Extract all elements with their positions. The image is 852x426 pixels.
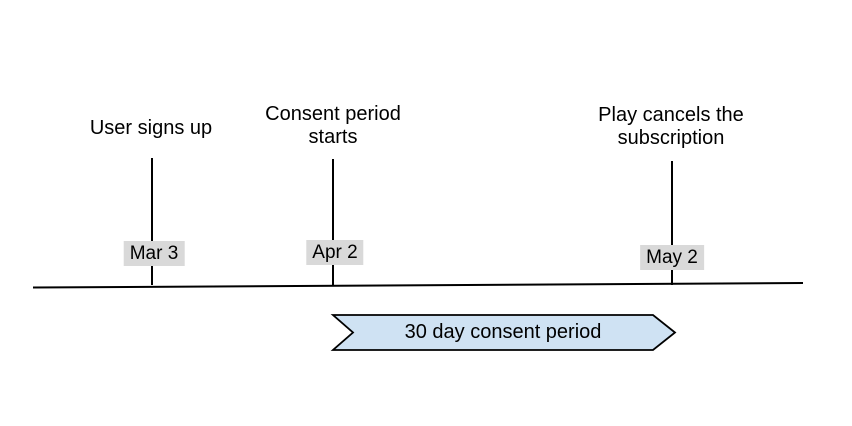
event-tick-line [332, 159, 334, 285]
consent-period-banner-label: 30 day consent period [404, 321, 602, 343]
date-label-mar-3: Mar 3 [123, 241, 185, 266]
event-tick-line [671, 161, 673, 285]
event-label-consent-period-starts: Consent period starts [265, 103, 401, 148]
event-label-play-cancels-subscription: Play cancels the subscription [598, 104, 744, 149]
event-label-user-signs-up: User signs up [89, 117, 213, 139]
date-label-apr-2: Apr 2 [306, 240, 364, 265]
event-tick-line [151, 158, 153, 285]
timeline-axis-line [32, 282, 804, 289]
date-label-may-2: May 2 [640, 245, 704, 270]
